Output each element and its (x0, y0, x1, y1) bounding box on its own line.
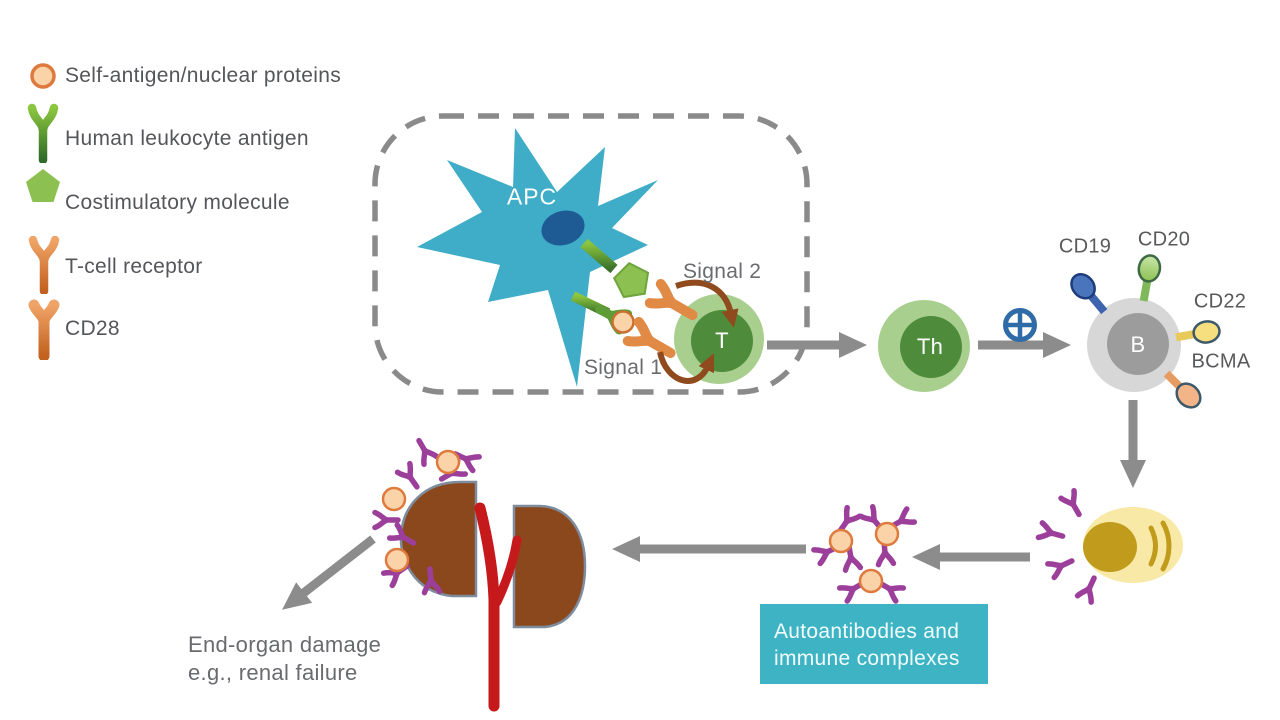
kidney-immune-deposits (375, 437, 479, 593)
signal2-arrow (675, 279, 739, 328)
arrow-kidney-to-damage (282, 535, 376, 610)
self-antigen-icon (611, 310, 635, 334)
self-antigen-icon (384, 547, 410, 573)
end-organ-damage-line1: End-organ damage (188, 632, 382, 657)
signal1-arrow (657, 351, 715, 384)
endoplasmic-reticulum-line (1148, 525, 1158, 567)
b-cell-label: B (1130, 332, 1146, 357)
stimulation-plus-icon (1003, 308, 1037, 342)
signal1-interaction (570, 291, 676, 363)
signal2-label: Signal 2 (683, 260, 762, 283)
antibody-icon (1038, 523, 1064, 543)
th-cell-nucleus (900, 316, 962, 378)
signal1-label: Signal 1 (584, 356, 663, 379)
plasma-cell-nucleus (1083, 522, 1137, 572)
cd28-icon (28, 299, 60, 360)
costimulatory-icon (26, 169, 60, 232)
legend-label-costimulatory: Costimulatory molecule (65, 191, 290, 214)
cd19-receptor-icon (1070, 272, 1108, 315)
cd20-receptor-icon (1137, 254, 1162, 302)
self-antigen-icon (381, 486, 407, 512)
autoantibodies-box-line2: immune complexes (774, 647, 960, 670)
hla-icon (27, 103, 59, 163)
apc-cell-body (417, 128, 658, 387)
self-antigen-icon (858, 568, 884, 594)
apc-nucleus (541, 210, 585, 246)
end-organ-damage-label: End-organ damage e.g., renal failure (188, 631, 381, 687)
autoantibodies-box-line1: Autoantibodies and (774, 620, 960, 643)
antibody-icon (398, 464, 423, 491)
cd19-label: CD19 (1058, 235, 1112, 258)
renal-vessel (474, 502, 500, 712)
legend-label-tcr: T-cell receptor (65, 255, 203, 278)
apc-label: APC (506, 183, 558, 210)
costimulatory-stem (580, 238, 618, 274)
antibody-icon (1061, 491, 1085, 518)
bcma-receptor-icon (1163, 370, 1202, 409)
legend-label-cd28: CD28 (65, 317, 120, 340)
self-antigen-icon (828, 528, 854, 554)
antibody-icon (1078, 575, 1101, 602)
self-antigen-icon (874, 521, 900, 547)
th-cell-label: Th (916, 334, 944, 359)
kidney (375, 437, 587, 712)
th-cell (878, 300, 970, 392)
cd22-receptor-icon (1175, 320, 1221, 344)
antibody-icon (1048, 554, 1075, 577)
t-cell-label: T (715, 328, 729, 353)
legend-label-hla: Human leukocyte antigen (65, 127, 309, 150)
signal2-interaction (580, 238, 698, 325)
kidney-right-half (512, 504, 587, 629)
b-cell-nucleus (1107, 313, 1169, 375)
plasma-cell (1083, 507, 1183, 583)
legend-label-self-antigen: Self-antigen/nuclear proteins (65, 64, 342, 87)
bcma-label: BCMA (1191, 350, 1251, 373)
immune-complex-cluster (814, 507, 914, 601)
cd20-label: CD20 (1137, 228, 1191, 251)
autoantibodies-box: Autoantibodies and immune complexes (760, 604, 988, 684)
self-antigen-icon (30, 63, 56, 89)
costimulatory-molecule-icon (612, 261, 650, 299)
kidney-left-half (399, 480, 478, 598)
tcr-icon (28, 236, 60, 294)
end-organ-damage-line2: e.g., renal failure (188, 660, 358, 685)
self-antigen-icon (435, 449, 461, 475)
apc-cell (417, 128, 658, 387)
endoplasmic-reticulum-line (1160, 520, 1172, 572)
renal-vessel-branch (492, 535, 522, 607)
b-cell (1070, 254, 1221, 409)
antibody-icon (413, 437, 437, 464)
cd22-label: CD22 (1193, 290, 1247, 313)
priming-compartment-border (372, 113, 810, 395)
